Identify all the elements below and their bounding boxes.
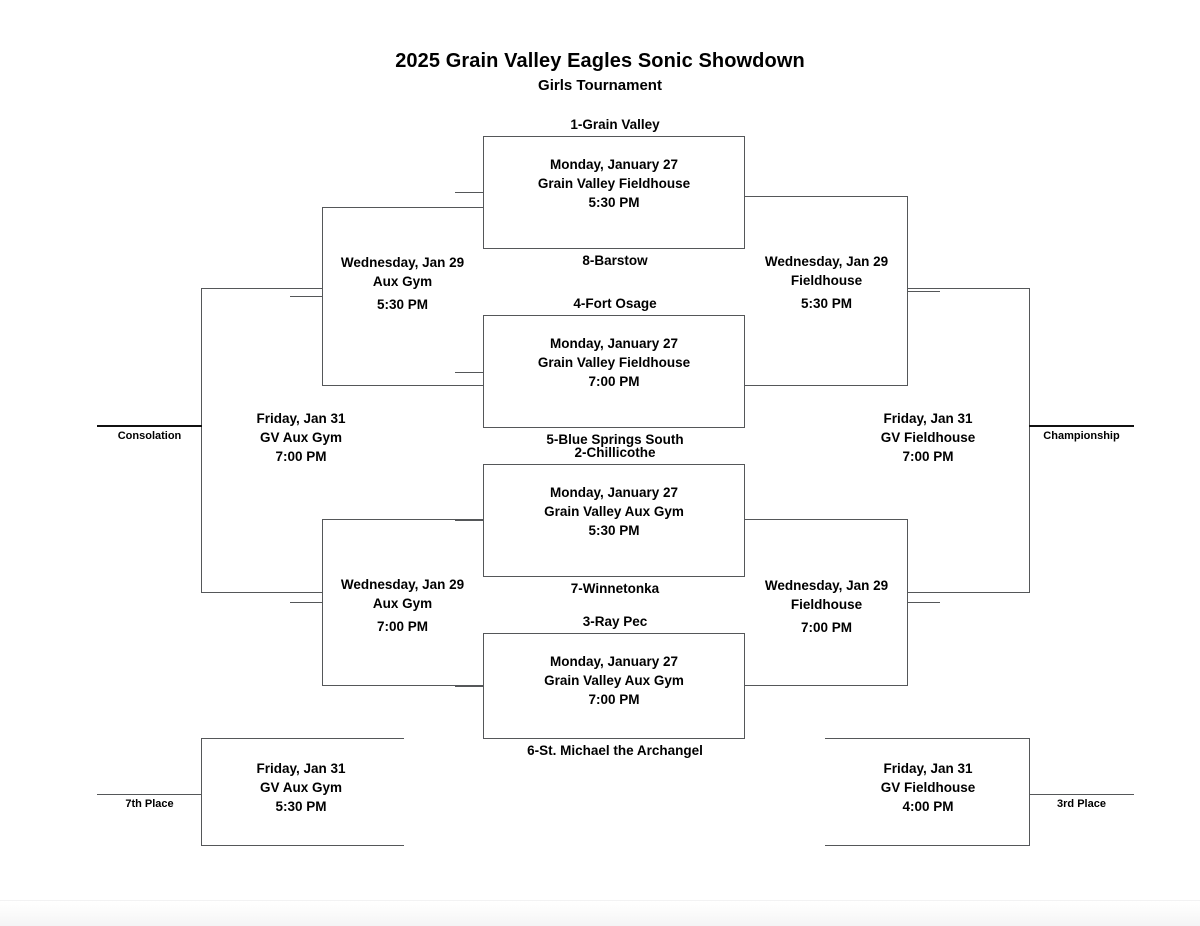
game-4-top-seed: 3-Ray Pec	[582, 614, 648, 629]
third-place-info: Friday, Jan 31 GV Fieldhouse 4:00 PM	[838, 759, 1018, 816]
left-upper-venue: Aux Gym	[372, 274, 433, 289]
championship-venue: GV Fieldhouse	[880, 430, 976, 445]
consolation-out-line	[97, 425, 202, 427]
game-1-top-seed: 1-Grain Valley	[570, 117, 660, 132]
third-place-date: Friday, Jan 31	[883, 761, 973, 776]
page-bottom-strip	[0, 900, 1200, 926]
third-place-bottom-line	[825, 845, 1030, 846]
game-1-venue: Grain Valley Fieldhouse	[537, 176, 691, 191]
third-place-spine	[1029, 738, 1030, 845]
right-upper-bottom-line	[745, 385, 908, 386]
game-1-time: 5:30 PM	[588, 195, 640, 210]
right-upper-date: Wednesday, Jan 29	[764, 254, 889, 269]
game-3-venue: Grain Valley Aux Gym	[544, 504, 684, 519]
right-upper-info: Wednesday, Jan 29 Fieldhouse 5:30 PM	[745, 252, 908, 313]
third-place-venue: GV Fieldhouse	[880, 780, 976, 795]
left-upper-info: Wednesday, Jan 29 Aux Gym 5:30 PM	[322, 253, 483, 314]
third-place-top-line	[825, 738, 1030, 739]
seventh-place-top-line	[201, 738, 404, 739]
game-4-venue: Grain Valley Aux Gym	[544, 673, 684, 688]
page-subtitle: Girls Tournament	[538, 77, 662, 94]
left-lower-out-line	[290, 602, 323, 603]
right-lower-out-line	[907, 602, 940, 603]
seventh-place-date: Friday, Jan 31	[256, 761, 346, 776]
right-lower-venue: Fieldhouse	[790, 597, 863, 612]
third-place-time: 4:00 PM	[902, 799, 954, 814]
game-1-bottom-seed: 8-Barstow	[582, 253, 648, 268]
left-upper-top-line	[322, 207, 483, 208]
consolation-top-line	[201, 288, 323, 289]
game-2-time: 7:00 PM	[588, 374, 640, 389]
right-lower-date: Wednesday, Jan 29	[764, 578, 889, 593]
game-3-top-seed: 2-Chillicothe	[574, 445, 656, 460]
game-box-1[interactable]: 1-Grain Valley Monday, January 27 Grain …	[483, 117, 745, 268]
right-upper-venue: Fieldhouse	[790, 273, 863, 288]
right-upper-top-line	[745, 196, 908, 197]
championship-top-line	[908, 288, 1030, 289]
left-lower-venue: Aux Gym	[372, 596, 433, 611]
championship-time: 7:00 PM	[902, 449, 954, 464]
left-upper-time: 5:30 PM	[376, 297, 429, 312]
game-2-top-seed: 4-Fort Osage	[573, 296, 657, 311]
game-3-date: Monday, January 27	[549, 485, 679, 500]
right-lower-top-line	[745, 519, 908, 520]
championship-date: Friday, Jan 31	[883, 411, 973, 426]
seventh-place-bottom-line	[201, 845, 404, 846]
championship-spine	[1029, 288, 1030, 592]
left-lower-time: 7:00 PM	[376, 619, 429, 634]
game-2-left-feed	[455, 372, 484, 373]
game-1-info: Monday, January 27 Grain Valley Fieldhou…	[484, 155, 744, 212]
game-4-left-feed	[455, 686, 484, 687]
seventh-place-venue: GV Aux Gym	[259, 780, 343, 795]
game-box-3[interactable]: 2-Chillicothe Monday, January 27 Grain V…	[483, 445, 745, 596]
game-box-2[interactable]: 4-Fort Osage Monday, January 27 Grain Va…	[483, 296, 745, 447]
seventh-place-spine	[201, 738, 202, 845]
game-4-time: 7:00 PM	[588, 692, 640, 707]
left-lower-bottom-line	[322, 685, 483, 686]
left-upper-out-line	[290, 296, 323, 297]
game-2-venue: Grain Valley Fieldhouse	[537, 355, 691, 370]
seventh-place-caption: 7th Place	[125, 798, 174, 810]
championship-info: Friday, Jan 31 GV Fieldhouse 7:00 PM	[838, 409, 1018, 466]
page-title: 2025 Grain Valley Eagles Sonic Showdown	[395, 50, 805, 72]
consolation-venue: GV Aux Gym	[259, 430, 343, 445]
left-upper-bottom-line	[322, 385, 483, 386]
right-lower-info: Wednesday, Jan 29 Fieldhouse 7:00 PM	[745, 576, 908, 637]
championship-caption: Championship	[1043, 430, 1120, 442]
right-upper-out-line	[907, 291, 940, 292]
seventh-place-time: 5:30 PM	[275, 799, 327, 814]
game-2-date: Monday, January 27	[549, 336, 679, 351]
championship-bottom-line	[908, 592, 1030, 593]
consolation-bottom-line	[201, 592, 323, 593]
game-box-4[interactable]: 3-Ray Pec Monday, January 27 Grain Valle…	[483, 614, 745, 758]
left-upper-date: Wednesday, Jan 29	[340, 255, 465, 270]
left-lower-date: Wednesday, Jan 29	[340, 577, 465, 592]
consolation-spine	[201, 288, 202, 592]
game-2-bottom-seed: 5-Blue Springs South	[546, 432, 684, 447]
game-3-time: 5:30 PM	[588, 523, 640, 538]
consolation-date: Friday, Jan 31	[256, 411, 346, 426]
game-3-bottom-seed: 7-Winnetonka	[570, 581, 660, 596]
consolation-caption: Consolation	[117, 430, 182, 442]
seventh-place-info: Friday, Jan 31 GV Aux Gym 5:30 PM	[211, 759, 391, 816]
game-1-date: Monday, January 27	[549, 157, 679, 172]
game-2-info: Monday, January 27 Grain Valley Fieldhou…	[484, 334, 744, 391]
game-3-info: Monday, January 27 Grain Valley Aux Gym …	[484, 483, 744, 540]
game-4-info: Monday, January 27 Grain Valley Aux Gym …	[484, 652, 744, 709]
third-place-out-line	[1029, 794, 1134, 795]
right-lower-bottom-line	[745, 685, 908, 686]
consolation-info: Friday, Jan 31 GV Aux Gym 7:00 PM	[211, 409, 391, 466]
game-4-date: Monday, January 27	[549, 654, 679, 669]
consolation-time: 7:00 PM	[275, 449, 327, 464]
seventh-place-out-line	[97, 794, 202, 795]
right-lower-time: 7:00 PM	[800, 620, 853, 635]
third-place-caption: 3rd Place	[1057, 798, 1106, 810]
game-3-left-feed	[455, 520, 484, 521]
championship-out-line	[1029, 425, 1134, 427]
game-1-left-feed	[455, 192, 484, 193]
game-4-bottom-seed: 6-St. Michael the Archangel	[527, 743, 703, 758]
left-lower-info: Wednesday, Jan 29 Aux Gym 7:00 PM	[322, 575, 483, 636]
right-upper-time: 5:30 PM	[800, 296, 853, 311]
left-lower-top-line	[322, 519, 483, 520]
